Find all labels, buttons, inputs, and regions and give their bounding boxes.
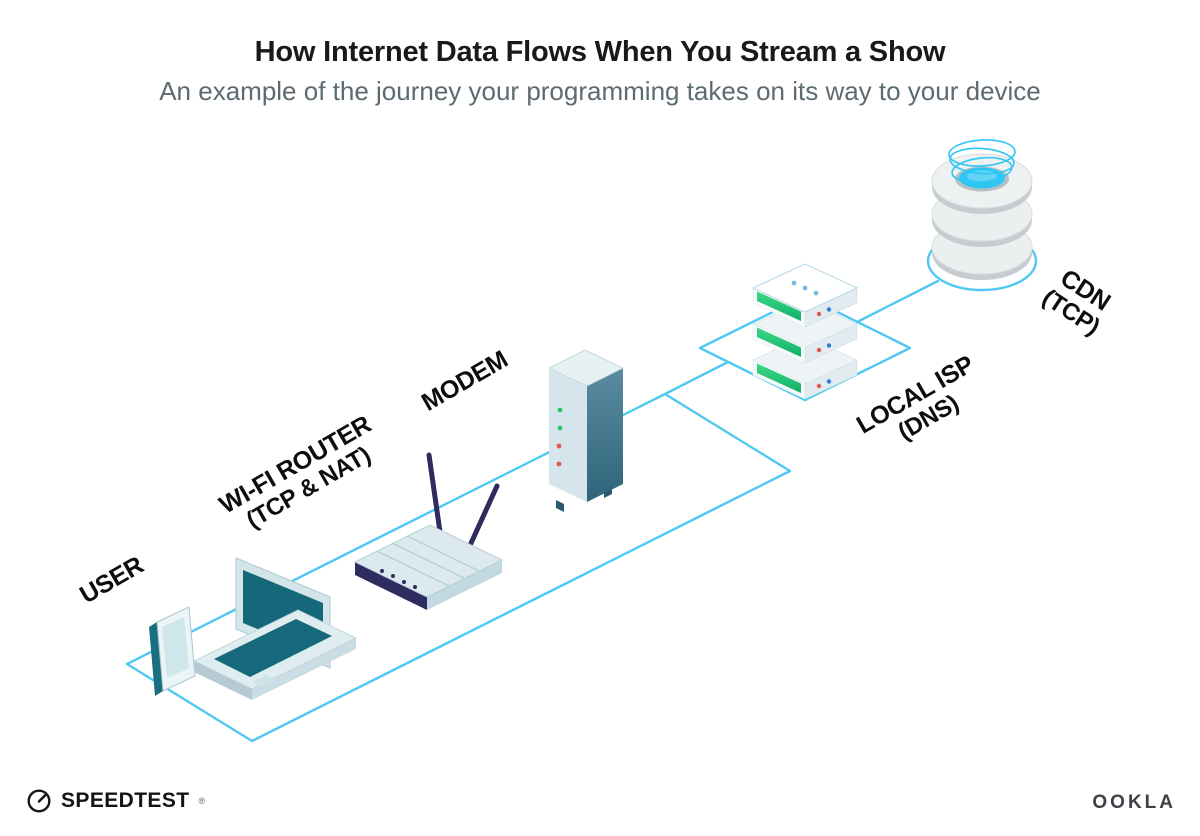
speedtest-trademark: ® (198, 796, 206, 806)
modem-status-leds (556, 407, 563, 467)
flow-track-outline (125, 392, 792, 743)
page-title: How Internet Data Flows When You Stream … (254, 36, 946, 68)
ookla-logo: OOKLA (1092, 792, 1176, 813)
page-subtitle: An example of the journey your programmi… (159, 76, 1041, 106)
modem-icon (548, 349, 624, 512)
speedtest-wordmark: SPEEDTEST (61, 789, 190, 812)
cdn-coil (948, 139, 1016, 184)
wifi-router-icon (353, 452, 504, 610)
flow-connector-isp-cdn (855, 279, 940, 324)
cdn-database-icon (931, 139, 1033, 280)
speedtest-logo: SPEEDTEST ® (26, 788, 205, 814)
laptop-icon (193, 557, 357, 700)
speedtest-gauge-icon (27, 789, 51, 813)
isp-server-rack-icon (751, 263, 859, 400)
router-antenna-right (464, 483, 500, 555)
isp-panel-dots (791, 280, 819, 296)
flow-connector-modem-isp (663, 360, 730, 396)
phone-icon (149, 606, 196, 696)
